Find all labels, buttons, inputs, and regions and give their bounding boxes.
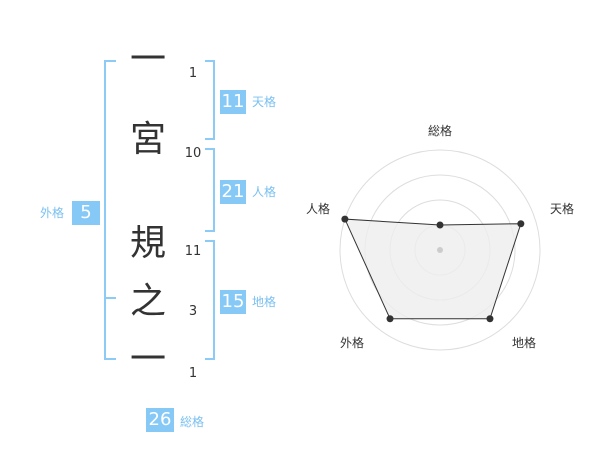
chikaku-bracket bbox=[205, 240, 215, 360]
radar-grid-ring bbox=[339, 149, 541, 351]
soukaku-label: 総格 bbox=[180, 415, 205, 429]
stroke-count-1: 1 bbox=[188, 66, 198, 81]
name-char-1: 一 bbox=[129, 39, 166, 80]
radar-point bbox=[486, 315, 494, 323]
radar-chart bbox=[339, 149, 541, 351]
radar-polygon bbox=[344, 218, 522, 320]
name-char-2: 宮 bbox=[129, 119, 166, 160]
jinkaku-value-badge: 21 bbox=[220, 180, 246, 204]
radar-points bbox=[341, 215, 525, 323]
stroke-count-3: 11 bbox=[184, 244, 202, 259]
gaikaku-label: 外格 bbox=[40, 206, 65, 220]
radar-label-jinkaku: 人格 bbox=[305, 202, 330, 216]
chikaku-value-badge: 15 bbox=[220, 290, 246, 314]
radar-label-soukaku: 総格 bbox=[427, 124, 452, 138]
radar-label-gaikaku: 外格 bbox=[339, 336, 364, 350]
name-char-4: 之 bbox=[129, 281, 166, 322]
jinkaku-label: 人格 bbox=[252, 185, 277, 199]
soukaku-value-badge: 26 bbox=[146, 408, 174, 432]
radar-point bbox=[436, 221, 444, 229]
radar-label-chikaku: 地格 bbox=[511, 336, 536, 350]
radar-point bbox=[517, 220, 525, 228]
chikaku-label: 地格 bbox=[252, 295, 277, 309]
tenkaku-value-badge: 11 bbox=[220, 90, 246, 114]
radar-point bbox=[341, 215, 349, 223]
jinkaku-bracket bbox=[205, 148, 215, 232]
stroke-count-5: 1 bbox=[188, 366, 198, 381]
name-char-5: 一 bbox=[129, 339, 166, 380]
tenkaku-bracket bbox=[205, 60, 215, 140]
radar-center-dot bbox=[437, 247, 443, 253]
tenkaku-label: 天格 bbox=[252, 95, 277, 109]
name-char-3: 規 bbox=[129, 223, 166, 264]
radar-label-tenkaku: 天格 bbox=[549, 202, 574, 216]
gaikaku-value-badge: 5 bbox=[72, 201, 100, 225]
radar-point bbox=[386, 315, 394, 323]
gaikaku-bracket bbox=[104, 60, 116, 360]
gaikaku-divider bbox=[104, 297, 116, 299]
stroke-count-2: 10 bbox=[184, 146, 202, 161]
stroke-count-4: 3 bbox=[188, 304, 198, 319]
